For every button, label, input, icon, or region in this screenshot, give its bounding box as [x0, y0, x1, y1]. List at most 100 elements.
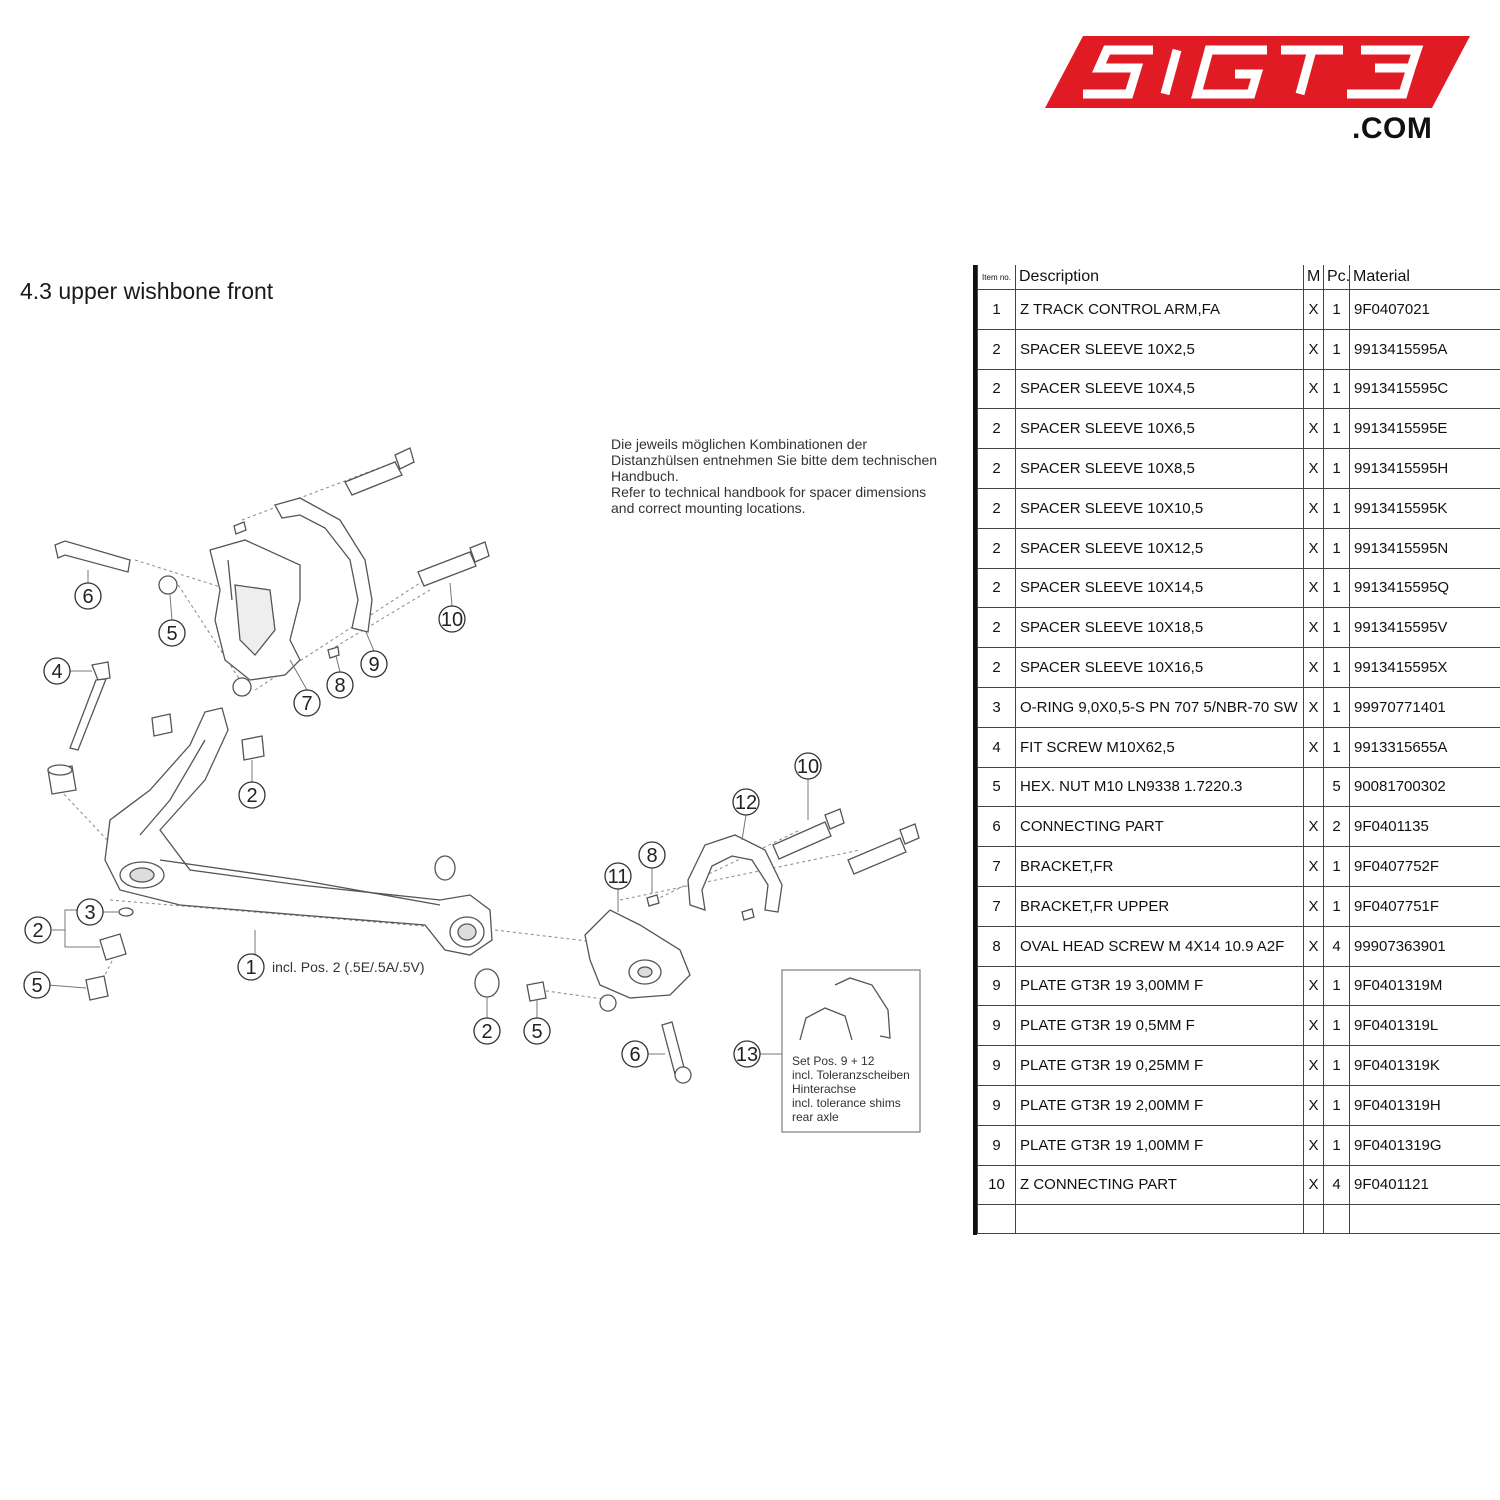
- cell-item: 7: [977, 885, 1016, 927]
- cell-m: X: [1303, 487, 1324, 529]
- spacer-note: Die jeweils möglichen Kombinationen der …: [611, 436, 951, 516]
- cell-material: 9F0407751F: [1349, 885, 1500, 927]
- cell-pc: 1: [1323, 686, 1350, 728]
- cell-material: 99907363901: [1349, 925, 1500, 967]
- callout-label: 7: [301, 693, 312, 715]
- inset-note-line: incl. Toleranzscheiben: [792, 1068, 910, 1082]
- cell-pc: 1: [1323, 885, 1350, 927]
- col-header-description: Description: [1015, 265, 1304, 290]
- callout-1: [237, 953, 265, 981]
- cell-material: 9913415595C: [1349, 368, 1500, 410]
- cell-description: SPACER SLEEVE 10X8,5: [1015, 448, 1304, 489]
- inset-note-line: rear axle: [792, 1110, 839, 1124]
- cell-item: 9: [977, 1124, 1016, 1166]
- callout-5-upper: [158, 619, 186, 647]
- cell-description: OVAL HEAD SCREW M 4X14 10.9 A2F: [1015, 925, 1304, 967]
- cell-m: X: [1303, 1164, 1324, 1206]
- callout-8-lower: [638, 841, 666, 869]
- cell-description: SPACER SLEEVE 10X10,5: [1015, 487, 1304, 529]
- cell-m: X: [1303, 726, 1324, 768]
- table-empty-row: [977, 1204, 1500, 1235]
- callout-label: 5: [31, 975, 42, 997]
- cell-item: 9: [977, 1084, 1016, 1126]
- cell-m: X: [1303, 607, 1324, 649]
- cell-item: 10: [977, 1164, 1016, 1206]
- cell-description: SPACER SLEEVE 10X12,5: [1015, 527, 1304, 569]
- callout-6-lower: [621, 1040, 649, 1068]
- cell-pc: 1: [1323, 1045, 1350, 1086]
- callout-label: 5: [531, 1021, 542, 1043]
- cell-item: 8: [977, 925, 1016, 967]
- cell-pc: 1: [1323, 448, 1350, 489]
- callout-2-upper: [238, 781, 266, 809]
- callout-12: [732, 788, 760, 816]
- note-line: Distanzhülsen entnehmen Sie bitte dem te…: [611, 452, 938, 468]
- cell-description: PLATE GT3R 19 0,25MM F: [1015, 1045, 1304, 1086]
- cell-material: 9F0401319M: [1349, 965, 1500, 1007]
- cell-m: X: [1303, 289, 1324, 330]
- note-line: Die jeweils möglichen Kombinationen der: [611, 436, 868, 452]
- cell-pc: 2: [1323, 806, 1350, 848]
- col-header-m: M: [1303, 265, 1324, 290]
- cell-description: SPACER SLEEVE 10X16,5: [1015, 647, 1304, 688]
- cell-description: SPACER SLEEVE 10X18,5: [1015, 607, 1304, 649]
- cell-description: O-RING 9,0X0,5-S PN 707 5/NBR-70 SW: [1015, 686, 1304, 728]
- brand-logo[interactable]: [1045, 36, 1470, 146]
- cell-description: Z CONNECTING PART: [1015, 1164, 1304, 1206]
- cell-item: 3: [977, 686, 1016, 728]
- callout-label: 10: [441, 609, 463, 631]
- cell-item: 7: [977, 846, 1016, 887]
- callout-13: [733, 1040, 761, 1068]
- cell-m: X: [1303, 686, 1324, 728]
- cell-pc: 1: [1323, 965, 1350, 1007]
- cell-item: 9: [977, 1005, 1016, 1047]
- cell-description: PLATE GT3R 19 0,5MM F: [1015, 1005, 1304, 1047]
- cell-material: 9913415595Q: [1349, 567, 1500, 609]
- cell-pc: 1: [1323, 527, 1350, 569]
- cell-m: X: [1303, 1045, 1324, 1086]
- cell-item: 2: [977, 487, 1016, 529]
- cell-m: X: [1303, 368, 1324, 410]
- callout-7: [293, 689, 321, 717]
- empty-cell: [1323, 1204, 1350, 1235]
- callout-10-upper: [438, 605, 466, 633]
- logo-mark: [1045, 36, 1470, 108]
- callout-5-left: [23, 971, 51, 999]
- note-line: Handbuch.: [611, 468, 679, 484]
- cell-m: X: [1303, 806, 1324, 848]
- callout-4: [43, 657, 71, 685]
- cell-item: 2: [977, 567, 1016, 609]
- cell-pc: 1: [1323, 289, 1350, 330]
- cell-item: 2: [977, 647, 1016, 688]
- cell-description: SPACER SLEEVE 10X4,5: [1015, 368, 1304, 410]
- callout-8-upper: [326, 671, 354, 699]
- cell-material: 9F0401135: [1349, 806, 1500, 848]
- cell-pc: 1: [1323, 647, 1350, 688]
- cell-m: X: [1303, 647, 1324, 688]
- empty-cell: [1349, 1204, 1500, 1235]
- cell-description: CONNECTING PART: [1015, 806, 1304, 848]
